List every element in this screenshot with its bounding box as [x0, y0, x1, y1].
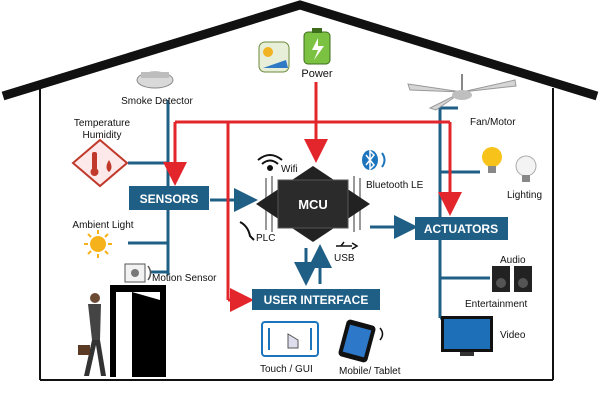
tv-icon — [441, 316, 493, 356]
plug-icon — [239, 221, 255, 241]
usb-icon — [336, 241, 359, 250]
battery-icon — [303, 28, 331, 65]
wifi-label: Wifi — [281, 164, 298, 175]
humidity-label: Humidity — [83, 130, 122, 141]
bluetooth-icon — [362, 149, 386, 171]
bluetooth-label: Bluetooth LE — [366, 180, 424, 191]
motion-sensor-label: Motion Sensor — [152, 273, 217, 284]
usb-label: USB — [334, 253, 355, 264]
solar-panel-icon — [258, 41, 290, 73]
door-icon — [110, 285, 166, 377]
sun-icon — [84, 230, 112, 258]
actuators-box — [415, 217, 508, 240]
actuators-label: ACTUATORS — [424, 222, 498, 236]
video-label: Video — [500, 330, 526, 341]
touch-gui-label: Touch / GUI — [260, 364, 313, 375]
wifi-icon — [257, 154, 283, 171]
plc-label: PLC — [256, 233, 275, 244]
ambient-light-label: Ambient Light — [72, 220, 133, 231]
lighting-label: Lighting — [507, 190, 542, 201]
smoke-detector-icon — [136, 71, 174, 89]
audio-label: Audio — [500, 255, 526, 266]
house-outline — [1, 0, 599, 381]
tablet-icon — [338, 319, 384, 363]
mcu-chip — [256, 166, 370, 242]
temperature-label: Temperature — [74, 118, 131, 129]
water-drop-icon — [106, 160, 112, 172]
smoke-detector-label: Smoke Detector — [121, 96, 193, 107]
speaker-icon — [492, 266, 532, 292]
user-interface-box — [252, 289, 380, 310]
thermometer-icon — [71, 138, 129, 188]
sensors-label: SENSORS — [140, 192, 199, 206]
bulb-icon — [482, 147, 537, 182]
power-lines — [163, 82, 462, 312]
power-label: Power — [301, 68, 333, 80]
entertainment-label: Entertainment — [465, 299, 527, 310]
ceiling-fan-icon — [407, 74, 517, 111]
mobile-tablet-label: Mobile/ Tablet — [339, 366, 401, 377]
person-icon — [78, 293, 106, 376]
mcu-label: MCU — [298, 197, 328, 212]
touch-panel-icon — [261, 321, 319, 357]
fan-motor-label: Fan/Motor — [470, 117, 516, 128]
user-interface-label: USER INTERFACE — [264, 293, 369, 307]
motion-sensor-icon — [124, 263, 152, 283]
sensors-box — [129, 186, 209, 210]
